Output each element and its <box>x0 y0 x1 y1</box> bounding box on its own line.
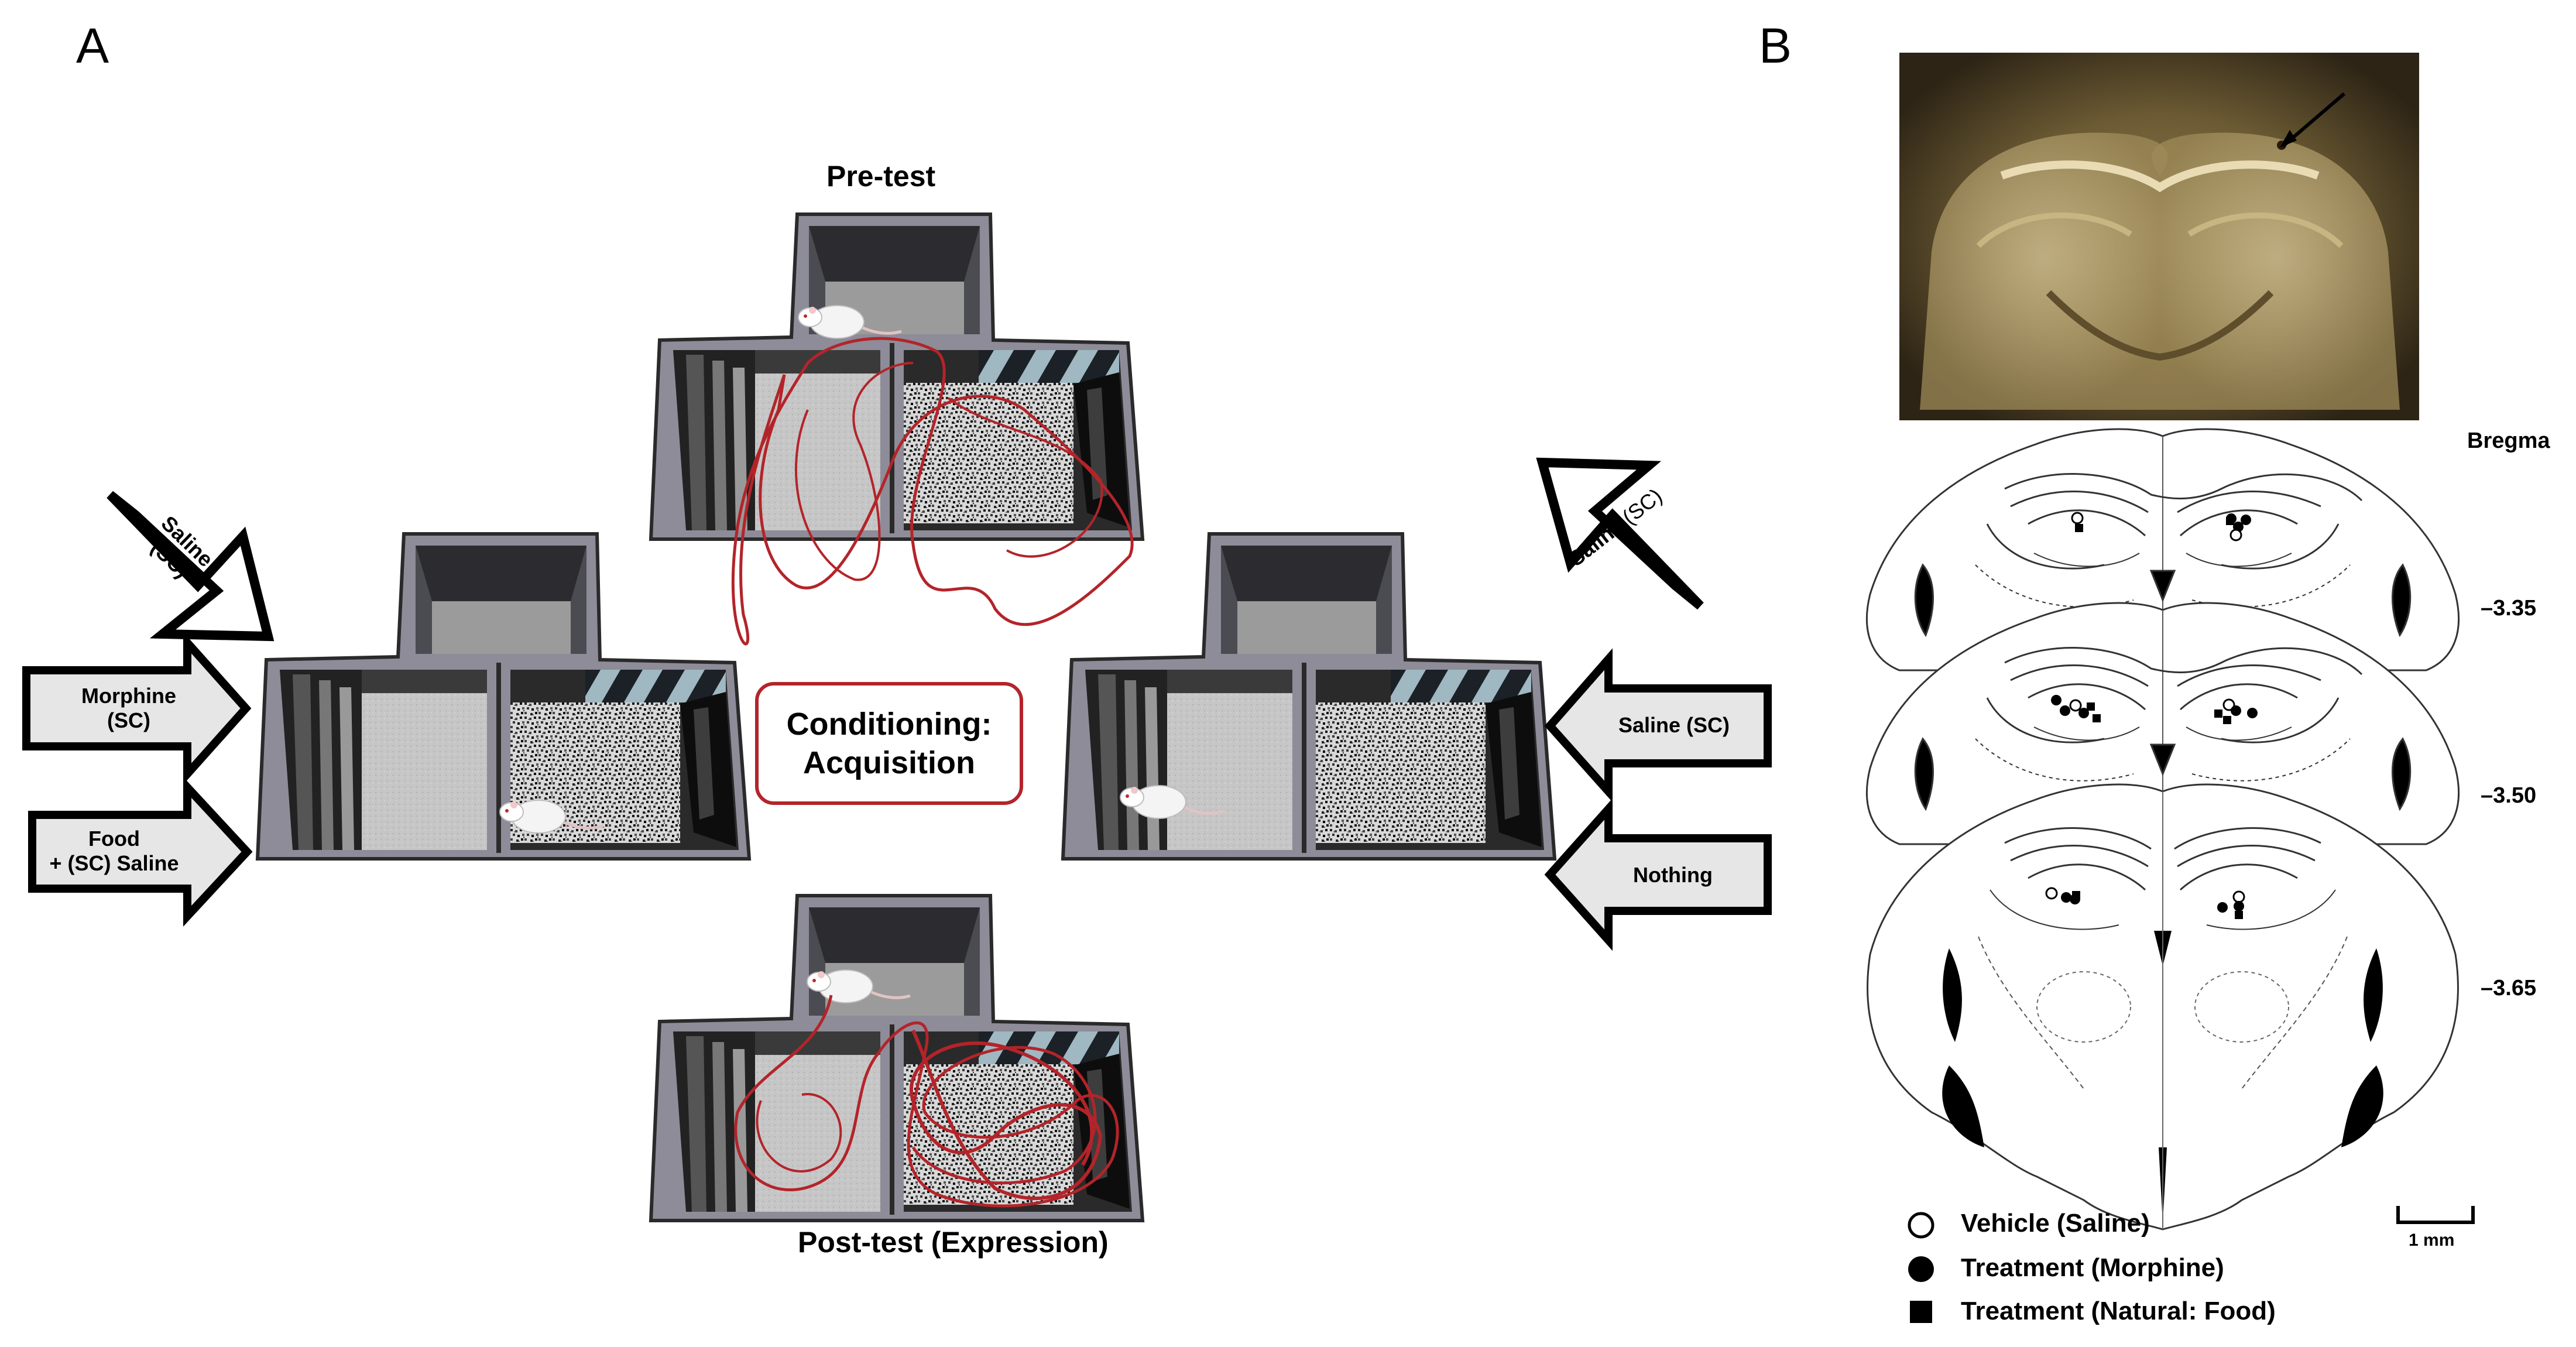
morphine-marker <box>2051 695 2062 705</box>
posttest-label: Post-test (Expression) <box>798 1226 1109 1259</box>
legend-morphine: Treatment (Morphine) <box>1961 1253 2224 1282</box>
posttest-trace <box>734 995 1119 1208</box>
pretest-trace <box>731 337 1134 646</box>
posttest-trace-2 <box>909 1029 1103 1201</box>
food-arrow <box>28 777 253 927</box>
vehicle-marker <box>2045 887 2058 900</box>
injection-markers <box>2045 512 2258 919</box>
legend-morphine-symbol <box>1908 1256 1934 1282</box>
pretest-apparatus <box>651 214 1143 646</box>
scale-bar-label: 1 mm <box>2409 1231 2455 1250</box>
morphine-marker <box>2060 705 2070 716</box>
vehicle-marker <box>2222 698 2235 711</box>
morphine-marker <box>2241 515 2251 525</box>
morphine-marker <box>2231 705 2241 716</box>
food-label: Food + (SC) Saline <box>49 827 179 875</box>
histology-photo <box>1899 53 2419 420</box>
legend-vehicle: Vehicle (Saline) <box>1961 1209 2150 1238</box>
vehicle-marker <box>2069 699 2082 712</box>
vehicle-marker <box>2232 890 2245 903</box>
nothing-label: Nothing <box>1633 863 1713 887</box>
bregma-level-1: –3.35 <box>2481 596 2537 621</box>
vehicle-marker <box>2071 512 2084 525</box>
saline-right-label: Saline (SC) <box>1618 713 1730 737</box>
bregma-title: Bregma <box>2467 429 2550 453</box>
morphine-marker <box>2078 708 2089 718</box>
morphine-marker <box>2217 902 2228 913</box>
nothing-arrow <box>1544 798 1772 951</box>
posttest-apparatus <box>651 896 1143 1221</box>
morphine-marker <box>2234 901 2244 911</box>
conditioning-apparatus-right <box>1063 534 1555 859</box>
scale-bar <box>2396 1206 2475 1224</box>
food-marker <box>2226 517 2234 525</box>
conditioning-apparatus-left <box>258 534 749 859</box>
saline-arrow-right <box>1544 648 1772 803</box>
panel-label-b: B <box>1759 18 1792 73</box>
bregma-level-2: –3.50 <box>2481 783 2537 808</box>
saline-arrow-right-diagonal <box>1536 457 1704 610</box>
legend-food-symbol <box>1910 1301 1932 1323</box>
posttest-trace-3 <box>756 1093 842 1173</box>
morphine-marker <box>2247 708 2258 718</box>
morphine-marker <box>2061 892 2071 903</box>
conditioning-line-2: Acquisition <box>803 745 975 780</box>
food-marker <box>2214 710 2222 718</box>
saline-arrow-left <box>107 491 275 642</box>
conditioning-acquisition-box: Conditioning: Acquisition <box>755 682 1023 805</box>
food-marker <box>2235 911 2243 919</box>
food-marker <box>2223 716 2231 724</box>
food-marker <box>2087 702 2095 711</box>
bregma-level-3: –3.65 <box>2481 976 2537 1000</box>
food-marker <box>2075 524 2083 532</box>
panel-label-a: A <box>76 18 109 73</box>
atlas-section-3 <box>1867 783 2459 1231</box>
pretest-trace-2 <box>795 362 1103 581</box>
food-marker <box>2093 714 2101 722</box>
pretest-label: Pre-test <box>826 160 936 193</box>
conditioning-line-1: Conditioning: <box>786 707 992 742</box>
morphine-arrow <box>22 632 252 785</box>
morphine-label: Morphine (SC) <box>81 684 176 732</box>
legend-food: Treatment (Natural: Food) <box>1961 1297 2276 1325</box>
food-marker <box>2072 891 2080 899</box>
vehicle-marker <box>2229 529 2242 541</box>
legend-vehicle-symbol <box>1908 1212 1934 1239</box>
